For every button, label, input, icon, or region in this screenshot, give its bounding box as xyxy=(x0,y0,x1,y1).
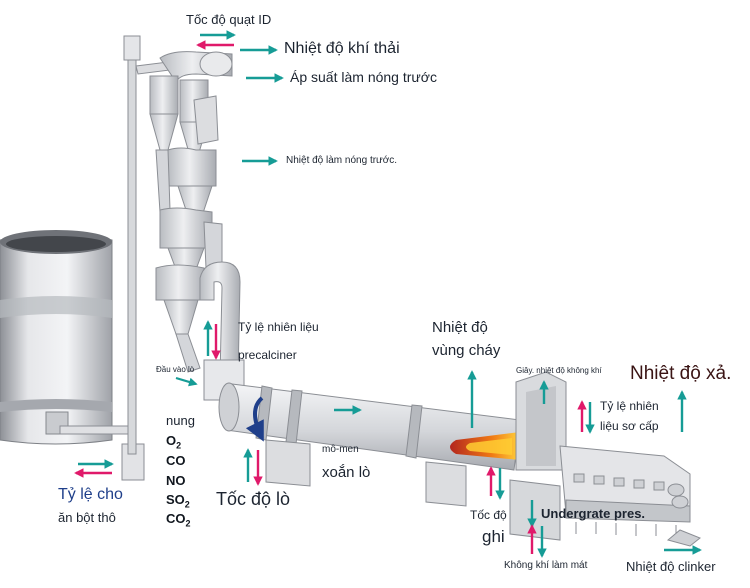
label-precalciner-fuel-rate-2: precalciner xyxy=(238,348,297,362)
label-grate-speed-1: Tốc độ xyxy=(470,508,507,522)
label-primary-fuel-rate-2: liệu sơ cấp xyxy=(600,419,659,433)
label-grate-speed-2: ghi xyxy=(482,527,505,546)
label-kiln-torque-1: mô-men xyxy=(322,444,359,455)
gas-no: NO xyxy=(166,473,186,488)
label-burning-zone-temp-1: Nhiệt độ xyxy=(432,319,488,336)
gas-so2: SO2 xyxy=(166,492,190,510)
label-raw-meal-rate-1: Tỷ lệ cho xyxy=(58,486,123,503)
clinker-cooler xyxy=(509,371,701,547)
gas-o2: O2 xyxy=(166,433,182,451)
label-calcination: nung xyxy=(166,413,195,428)
label-kiln-inlet: Đầu vào lò xyxy=(156,365,195,374)
label-cooling-air: Không khí làm mát xyxy=(504,560,588,571)
label-id-fan-speed: Tốc độ quạt ID xyxy=(186,12,272,27)
label-secondary-air-temp: Giây. nhiệt độ không khí xyxy=(516,366,602,375)
label-preheater-temp: Nhiệt độ làm nóng trước. xyxy=(286,155,398,166)
label-primary-fuel-rate-1: Tỷ lệ nhiên xyxy=(600,399,659,413)
rotary-kiln xyxy=(218,382,521,507)
label-kiln-torque-2: xoắn lò xyxy=(322,464,371,481)
label-discharge-temp: Nhiệt độ xả. xyxy=(630,363,732,384)
gas-co: CO xyxy=(166,453,186,468)
raw-meal-silo xyxy=(0,230,113,445)
preheater-tower xyxy=(149,51,245,401)
label-precalciner-fuel-rate-1: Tỷ lệ nhiên liệu xyxy=(238,320,319,334)
gas-co2: CO2 xyxy=(166,511,191,529)
label-exhaust-gas-temp: Nhiệt độ khí thải xyxy=(284,40,400,57)
bucket-elevator xyxy=(123,35,171,455)
label-kiln-speed: Tốc độ lò xyxy=(216,489,291,509)
label-raw-meal-rate-2: ăn bột thô xyxy=(58,510,116,525)
kiln-inlet-arrow xyxy=(175,376,198,387)
label-preheater-pressure: Áp suất làm nóng trước xyxy=(290,69,437,85)
label-undergrate-pressure: Undergrate pres. xyxy=(541,506,646,521)
label-clinker-temp: Nhiệt độ clinker xyxy=(626,559,716,574)
signal-arrows xyxy=(74,30,702,558)
label-burning-zone-temp-2: vùng cháy xyxy=(432,342,501,359)
